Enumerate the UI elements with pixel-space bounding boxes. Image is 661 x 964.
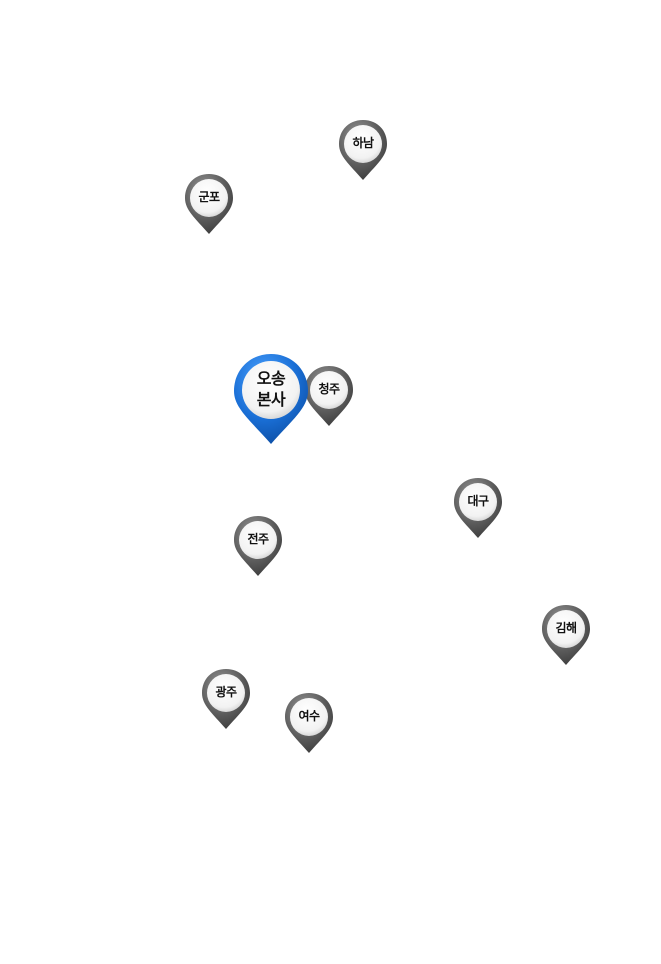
branch-label: 광주: [215, 685, 237, 699]
branch-label: 여수: [298, 709, 320, 723]
map-pin-icon: [202, 669, 250, 729]
branch-pin-yeosu[interactable]: 여수: [283, 691, 335, 755]
branch-label: 전주: [247, 532, 269, 546]
hq-label-line2: 본사: [256, 390, 286, 409]
branch-pin-gwangju[interactable]: 광주: [200, 667, 252, 731]
map-pin-icon: [234, 516, 282, 576]
branch-label: 김해: [555, 621, 577, 635]
branch-pin-gimhae[interactable]: 김해: [540, 603, 592, 667]
branch-label: 군포: [198, 190, 220, 204]
branch-label: 청주: [318, 382, 340, 396]
hq-label: 오송 본사: [232, 368, 310, 410]
hq-pin-osong[interactable]: 오송 본사: [232, 352, 310, 446]
branch-label: 대구: [467, 494, 489, 508]
branch-pin-jeonju[interactable]: 전주: [232, 514, 284, 578]
map-pin-icon: [234, 354, 308, 444]
map-pin-icon: [542, 605, 590, 665]
branch-pin-hanam[interactable]: 하남: [337, 118, 389, 182]
branch-label: 하남: [352, 136, 374, 150]
hq-label-line1: 오송: [256, 369, 286, 388]
map-pin-icon: [285, 693, 333, 753]
branch-pin-daegu[interactable]: 대구: [452, 476, 504, 540]
map-pin-icon: [305, 366, 353, 426]
map-pin-icon: [185, 174, 233, 234]
map-pin-icon: [454, 478, 502, 538]
map-pin-icon: [339, 120, 387, 180]
branch-pin-cheongju[interactable]: 청주: [303, 364, 355, 428]
branch-pin-gunpo[interactable]: 군포: [183, 172, 235, 236]
